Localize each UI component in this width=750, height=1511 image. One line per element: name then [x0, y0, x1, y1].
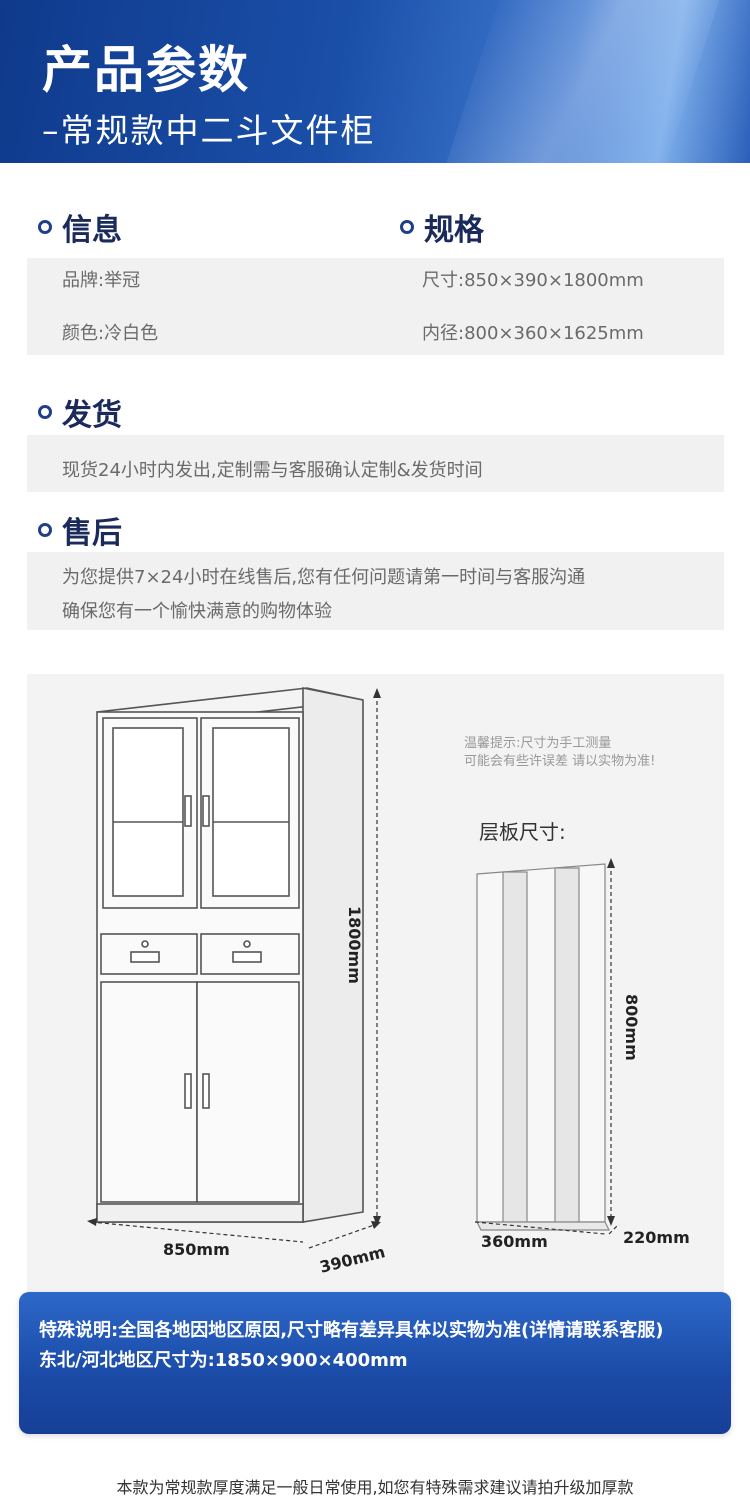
- spec-heading: 规格: [400, 205, 484, 249]
- height-label: 1800mm: [345, 906, 364, 984]
- shipping-text: 现货24小时内发出,定制需与客服确认定制&发货时间: [62, 460, 483, 481]
- right-drawer-handle: [232, 951, 262, 963]
- banner-sheen: [427, 0, 733, 163]
- shelf-title: 层板尺寸:: [479, 820, 566, 844]
- shelf-arrow-bottom: [607, 1216, 615, 1226]
- width-label: 850mm: [163, 1240, 230, 1259]
- cabinet-illustration: [87, 687, 620, 1249]
- aftersale-heading-label: 售后: [62, 516, 122, 551]
- height-arrow-top: [373, 688, 381, 698]
- notice-line1: 特殊说明:全国各地因地区原因,尺寸略有差异具体以实物为准(详情请联系客服): [39, 1320, 664, 1341]
- shelf-width-label: 360mm: [481, 1232, 548, 1251]
- shipping-heading: 发货: [38, 390, 122, 434]
- depth-arrow-right: [371, 1221, 381, 1229]
- shelf-front-edge: [476, 1221, 610, 1231]
- shelf-arrow-top: [607, 858, 615, 868]
- info-heading: 信息: [38, 205, 122, 249]
- right-lower-handle: [202, 1073, 210, 1109]
- inner-size-text: 内径:800×360×1625mm: [422, 323, 644, 344]
- left-lower-door: [100, 981, 198, 1203]
- aftersale-heading: 售后: [38, 508, 122, 552]
- shelf-depth-dim: [608, 1223, 620, 1235]
- color-text: 颜色:冷白色: [62, 323, 159, 344]
- right-drawer-lock: [243, 940, 251, 948]
- size-text: 尺寸:850×390×1800mm: [422, 270, 644, 291]
- circle-bullet-icon: [38, 405, 52, 419]
- height-arrow-bottom: [373, 1216, 381, 1226]
- shelf-height-label: 800mm: [622, 994, 641, 1061]
- width-dim-line: [90, 1221, 304, 1243]
- header-banner: 产品参数 –常规款中二斗文件柜: [0, 0, 750, 163]
- footer-note: 本款为常规款厚度满足一般日常使用,如您有特殊需求建议请拍升级加厚款: [116, 1478, 634, 1497]
- aftersale-line1: 为您提供7×24小时在线售后,您有任何问题请第一时间与客服沟通: [62, 567, 586, 588]
- right-lower-door: [196, 981, 300, 1203]
- depth-dim-line: [308, 1223, 378, 1249]
- left-glass-handle: [184, 795, 192, 827]
- brand-text: 品牌:举冠: [62, 270, 141, 291]
- shipping-heading-label: 发货: [62, 398, 122, 433]
- right-glass-handle: [202, 795, 210, 827]
- special-notice-card: 特殊说明:全国各地因地区原因,尺寸略有差异具体以实物为准(详情请联系客服) 东北…: [19, 1292, 731, 1434]
- tip-line2: 可能会有些许误差 请以实物为准!: [464, 754, 656, 769]
- page-title: 产品参数: [42, 41, 250, 99]
- cabinet-base: [96, 1203, 304, 1223]
- circle-bullet-icon: [38, 220, 52, 234]
- page-subtitle: –常规款中二斗文件柜: [42, 111, 376, 150]
- aftersale-line2: 确保您有一个愉快满意的购物体验: [62, 601, 332, 622]
- circle-bullet-icon: [400, 220, 414, 234]
- left-drawer-lock: [141, 940, 149, 948]
- notice-line2: 东北/河北地区尺寸为:1850×900×400mm: [39, 1350, 408, 1371]
- shelf-rib-right: [554, 867, 580, 1223]
- right-glass-pane: [212, 727, 290, 897]
- circle-bullet-icon: [38, 523, 52, 537]
- dimension-diagram: 1800mm 850mm 390mm 温馨提示:尺寸为手工测量 可能会有些许误差…: [27, 674, 724, 1296]
- shipping-panel: [27, 435, 724, 492]
- info-spec-panel: [27, 258, 724, 355]
- spec-heading-label: 规格: [424, 213, 484, 248]
- shelf-depth-label: 220mm: [623, 1228, 690, 1247]
- left-glass-pane: [112, 727, 184, 897]
- shelf-width-dim: [474, 1221, 606, 1235]
- width-arrow-left: [87, 1218, 97, 1226]
- aftersale-panel: [27, 552, 724, 630]
- left-drawer-handle: [130, 951, 160, 963]
- shelf-rib-left: [502, 871, 528, 1223]
- left-lower-handle: [184, 1073, 192, 1109]
- tip-line1: 温馨提示:尺寸为手工测量: [464, 736, 612, 751]
- shelf-board: [476, 863, 606, 1223]
- info-heading-label: 信息: [62, 213, 122, 248]
